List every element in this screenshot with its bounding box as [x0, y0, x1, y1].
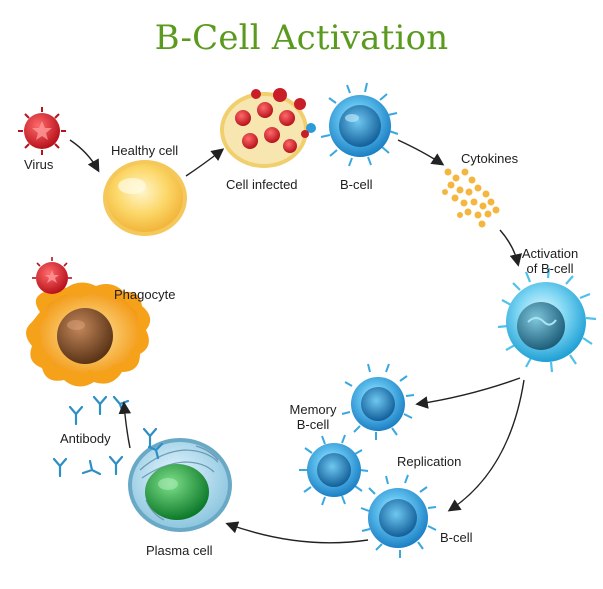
cytokines-icon [442, 168, 500, 228]
label-memory-line2: B-cell [296, 417, 330, 432]
label-memory-line1: Memory [289, 402, 337, 417]
replication-b-cell-icon [299, 434, 369, 506]
label-b-cell-bottom: B-cell [440, 530, 473, 545]
label-memory-b-cell: Memory B-cell [282, 402, 344, 432]
label-cell-infected: Cell infected [226, 177, 298, 192]
arrow-activation-to-memory [415, 377, 521, 409]
label-plasma-cell: Plasma cell [146, 543, 213, 558]
label-activation-line2: of B-cell [526, 261, 574, 276]
diagram-title: B-Cell Activation [154, 18, 449, 58]
cycle-arrows [69, 139, 525, 544]
label-healthy-cell: Healthy cell [111, 143, 179, 158]
arrow-virus-to-healthy [69, 139, 100, 173]
engulfed-virus-icon [32, 257, 72, 294]
b-cell-bottom-icon [360, 474, 437, 558]
label-activation-line1: Activation [521, 246, 579, 261]
memory-b-cell-icon [341, 363, 415, 440]
arrow-healthy-to-infected [185, 148, 225, 177]
label-b-cell-top: B-cell [340, 177, 373, 192]
label-activation: Activation of B-cell [515, 246, 585, 276]
infected-cell-icon [220, 88, 308, 168]
label-cytokines: Cytokines [461, 151, 519, 166]
plasma-cell-icon [128, 438, 232, 532]
arrow-cytokines-to-activation [499, 229, 523, 267]
virus-icon [18, 107, 66, 155]
label-antibody: Antibody [60, 431, 111, 446]
arrow-activation-to-bcell [447, 379, 525, 512]
label-virus: Virus [24, 157, 54, 172]
arrow-bcell-to-plasma [225, 521, 369, 544]
receptor-link [301, 123, 316, 138]
arrow-bcell-to-cytokines [397, 139, 445, 166]
label-replication: Replication [397, 454, 462, 469]
b-cell-top-icon [320, 82, 399, 167]
healthy-cell-icon [103, 160, 187, 236]
activated-b-cell-icon [497, 267, 597, 373]
phagocyte-icon [26, 282, 151, 387]
arrow-plasma-to-antibody [118, 401, 132, 449]
label-phagocyte: Phagocyte [114, 287, 176, 302]
